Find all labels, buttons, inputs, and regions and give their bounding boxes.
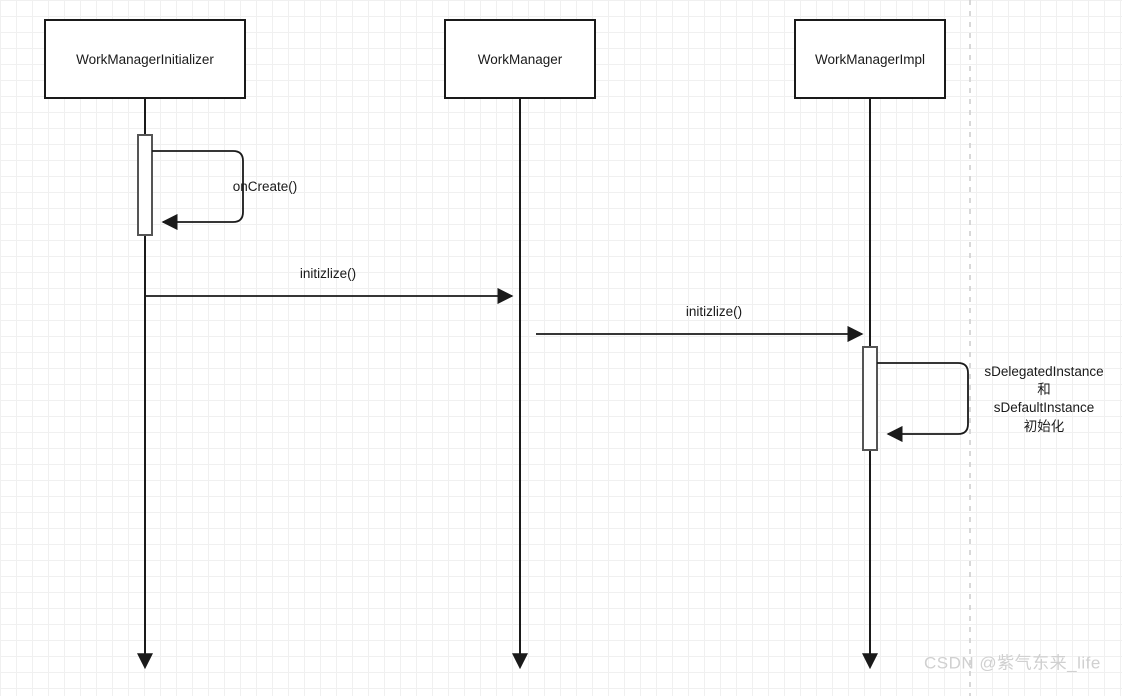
activation-bar-workmanagerinitializer[interactable] — [137, 134, 153, 236]
participant-box-workmanagerinitializer[interactable] — [44, 19, 246, 99]
csdn-watermark: CSDN @紫气东来_life — [924, 653, 1101, 673]
message-label-oncreate: onCreate() — [232, 179, 298, 194]
participant-box-workmanagerimpl[interactable] — [794, 19, 946, 99]
participant-box-workmanager[interactable] — [444, 19, 596, 99]
message-label-initizlize-1: initizlize() — [299, 266, 357, 281]
message-label-instance-init: sDelegatedInstance 和 sDefaultInstance 初始… — [984, 364, 1104, 434]
self-message-oncreate-path[interactable] — [152, 150, 244, 231]
self-message-instance-init-path[interactable] — [877, 362, 969, 443]
activation-bar-workmanagerimpl[interactable] — [862, 346, 878, 451]
message-label-initizlize-2: initizlize() — [685, 304, 743, 319]
